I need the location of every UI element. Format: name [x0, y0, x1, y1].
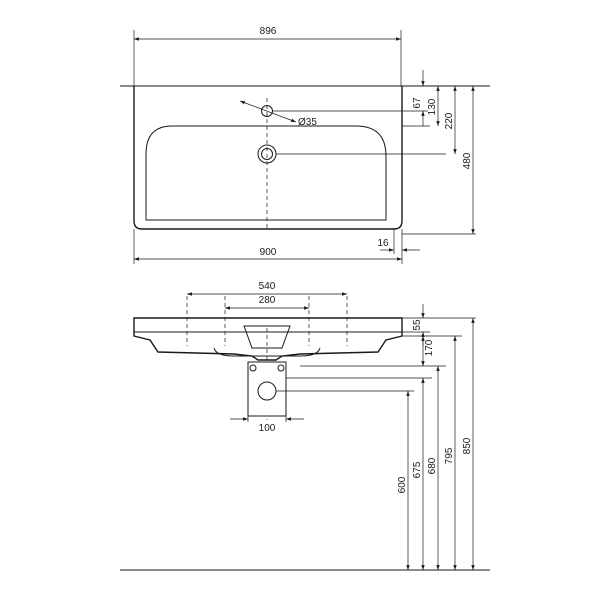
dim-220: 220	[444, 112, 455, 129]
dim-896: 896	[260, 26, 277, 37]
front-view: 540 280 100 55 170 600 675 680	[120, 281, 490, 571]
dim-675: 675	[412, 461, 423, 478]
dia-leader	[239, 100, 297, 123]
basin-front-outline	[133, 317, 403, 361]
bowl-outline	[145, 125, 387, 221]
hole-dia-label: Ø35	[298, 117, 317, 128]
basin-outline	[133, 86, 403, 230]
siphon-nut-left	[249, 364, 257, 372]
dim-67: 67	[412, 97, 423, 109]
dim-130: 130	[427, 98, 438, 115]
top-view: Ø35 896 900 16 67 130 220	[120, 26, 490, 264]
dim-680: 680	[427, 457, 438, 474]
dim-55: 55	[412, 319, 423, 331]
siphon-body	[247, 361, 287, 417]
dim-100: 100	[259, 423, 276, 434]
dim-480: 480	[462, 152, 473, 169]
dim-900: 900	[260, 247, 277, 258]
dim-540: 540	[259, 281, 276, 292]
dim-170: 170	[424, 339, 435, 356]
dim-16: 16	[377, 238, 389, 249]
siphon-nut-right	[277, 364, 285, 372]
drain-inner	[261, 148, 273, 160]
dim-795: 795	[444, 447, 455, 464]
dim-850: 850	[462, 437, 473, 454]
dim-600: 600	[397, 476, 408, 493]
dim-280: 280	[259, 295, 276, 306]
waste-fitting	[243, 325, 291, 349]
